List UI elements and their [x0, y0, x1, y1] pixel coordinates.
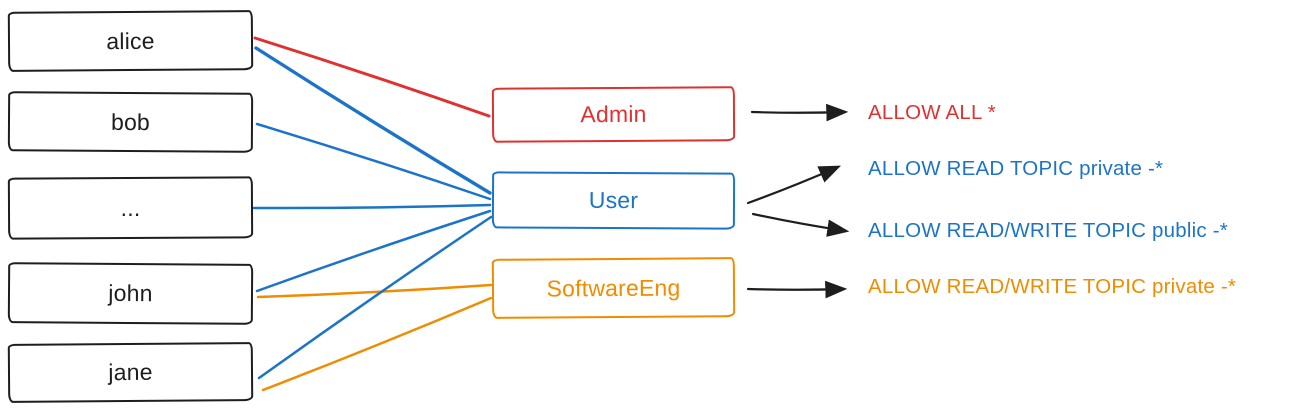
edge-alice-user — [254, 46, 492, 195]
role-node-softwareeng: SoftwareEng — [491, 257, 736, 319]
edge-john-user — [255, 209, 492, 293]
edge-jane-softwareeng — [261, 296, 493, 392]
user-node-alice: alice — [7, 10, 254, 72]
role-node-label: Admin — [580, 100, 647, 128]
user-node-label: alice — [106, 27, 155, 54]
edge-ellipsis-user — [252, 203, 492, 210]
user-role-edges — [252, 36, 493, 392]
permission-label-allow-all: ALLOW ALL * — [868, 101, 996, 124]
role-node-label: User — [588, 186, 639, 214]
role-node-admin: Admin — [491, 86, 736, 143]
user-node-john: john — [7, 262, 254, 325]
role-node-user: User — [491, 171, 736, 230]
arrow-user-readwrite-public — [751, 212, 850, 237]
arrow-user-read-private — [746, 165, 842, 205]
edge-alice-admin — [253, 36, 491, 118]
edge-jane-user — [257, 215, 493, 380]
user-node-bob: bob — [7, 91, 254, 153]
edge-bob-user — [255, 122, 492, 201]
arrow-softwareeng-readwrite-private — [746, 280, 848, 299]
permission-label-readwrite-public: ALLOW READ/WRITE TOPIC public -* — [868, 219, 1228, 242]
role-node-label: SoftwareEng — [546, 274, 681, 301]
user-node-label: ... — [120, 194, 141, 221]
user-node-ellipsis: ... — [7, 176, 254, 240]
role-permission-arrows — [746, 103, 850, 299]
permission-label-readwrite-private: ALLOW READ/WRITE TOPIC private -* — [868, 275, 1237, 298]
user-node-jane: jane — [7, 342, 254, 403]
user-node-label: jane — [108, 358, 153, 386]
permission-label-read-private: ALLOW READ TOPIC private -* — [868, 157, 1164, 180]
user-node-label: john — [108, 279, 153, 307]
edge-john-softwareeng — [256, 283, 493, 299]
arrow-admin-allow-all — [750, 103, 849, 122]
user-node-label: bob — [110, 108, 151, 135]
